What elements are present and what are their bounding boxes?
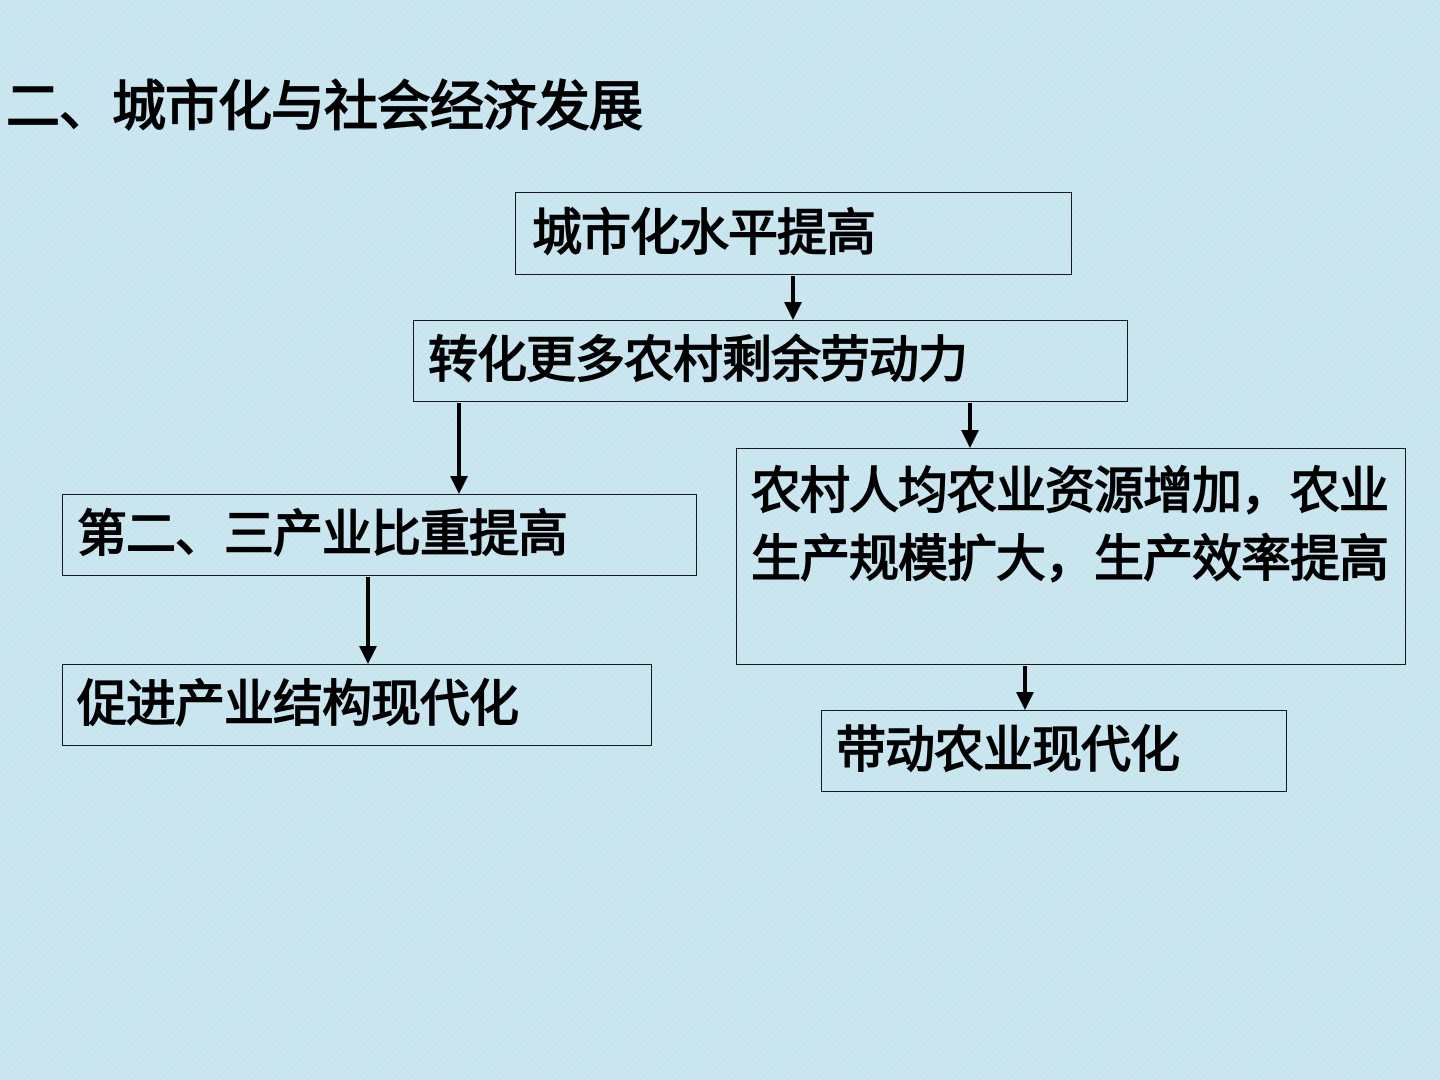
node-industry-share: 第二、三产业比重提高 (62, 494, 697, 576)
node-labor-transfer: 转化更多农村剩余劳动力 (413, 320, 1128, 402)
node-labor-transfer-label: 转化更多农村剩余劳动力 (428, 331, 968, 389)
node-agri-modernization-label: 带动农业现代化 (836, 721, 1180, 779)
node-industry-structure-label: 促进产业结构现代化 (77, 675, 519, 733)
node-industry-share-label: 第二、三产业比重提高 (77, 505, 568, 563)
node-urbanization-level: 城市化水平提高 (515, 192, 1072, 275)
arrowhead-resources-to-agri (1016, 692, 1034, 710)
slide-title: 二、城市化与社会经济发展 (6, 75, 643, 138)
arrowhead-labor-to-industry (450, 476, 468, 494)
arrowhead-urbanization-to-labor (784, 302, 802, 320)
node-rural-resources-label: 农村人均农业资源增加，农业生产规模扩大，生产效率提高 (751, 462, 1389, 588)
node-industry-structure: 促进产业结构现代化 (62, 664, 652, 746)
node-rural-resources: 农村人均农业资源增加，农业生产规模扩大，生产效率提高 (736, 448, 1406, 665)
arrowhead-labor-to-resources (961, 430, 979, 448)
node-urbanization-label: 城市化水平提高 (532, 204, 876, 262)
node-agri-modernization: 带动农业现代化 (821, 710, 1287, 792)
arrowhead-industry-to-structure (359, 646, 377, 664)
